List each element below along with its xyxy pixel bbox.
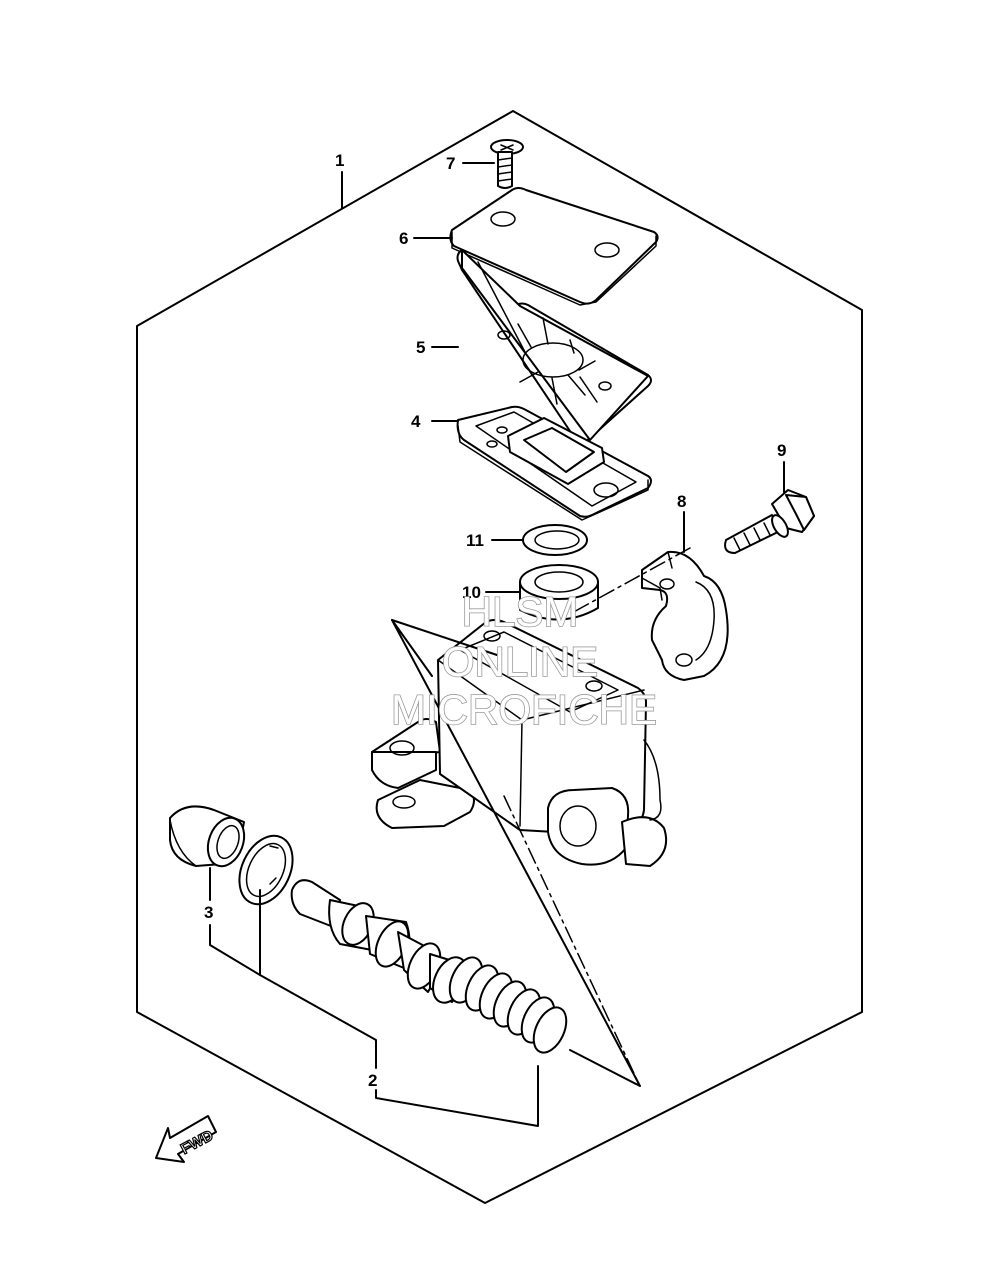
- screw-part[interactable]: [490, 139, 524, 189]
- grommet-part[interactable]: [519, 564, 599, 621]
- callout-3: 3: [204, 903, 213, 922]
- reservoir-cap-part[interactable]: [449, 187, 659, 306]
- o-ring-part[interactable]: [522, 524, 588, 556]
- forward-direction-arrow-icon: FWD: [155, 1115, 217, 1163]
- piston-set-part[interactable]: [290, 879, 573, 1057]
- callout-11: 11: [466, 531, 484, 550]
- diaphragm-plate-part[interactable]: [456, 249, 652, 443]
- callout-6: 6: [399, 229, 408, 248]
- callout-2: 2: [368, 1071, 377, 1090]
- snap-ring-part[interactable]: [229, 827, 303, 913]
- leader-triangle: [391, 619, 641, 1087]
- watermark: HLSM ONLINE MICROFICHE: [390, 587, 658, 734]
- callout-8: 8: [677, 492, 686, 511]
- diaphragm-part[interactable]: [456, 405, 652, 521]
- callout-5: 5: [416, 338, 425, 357]
- watermark-line-1: HLSM: [462, 588, 579, 635]
- alignment-line: [503, 795, 639, 1083]
- callout-10: 10: [462, 583, 481, 602]
- watermark-line-2: ONLINE: [442, 638, 598, 685]
- assembly-boundary: [136, 110, 863, 1204]
- callout-1: 1: [335, 151, 344, 170]
- clamp-part[interactable]: [641, 550, 729, 681]
- master-cylinder-body[interactable]: [371, 619, 668, 867]
- bolt-part[interactable]: [724, 489, 815, 554]
- callout-9: 9: [777, 441, 786, 460]
- leader-lines: [209, 162, 785, 1127]
- callout-4: 4: [411, 412, 421, 431]
- watermark-line-3: MICROFICHE: [391, 686, 657, 733]
- callout-7: 7: [446, 154, 455, 173]
- alignment-line: [569, 547, 691, 615]
- boot-part[interactable]: [169, 805, 251, 871]
- leader-triangle: [391, 619, 501, 657]
